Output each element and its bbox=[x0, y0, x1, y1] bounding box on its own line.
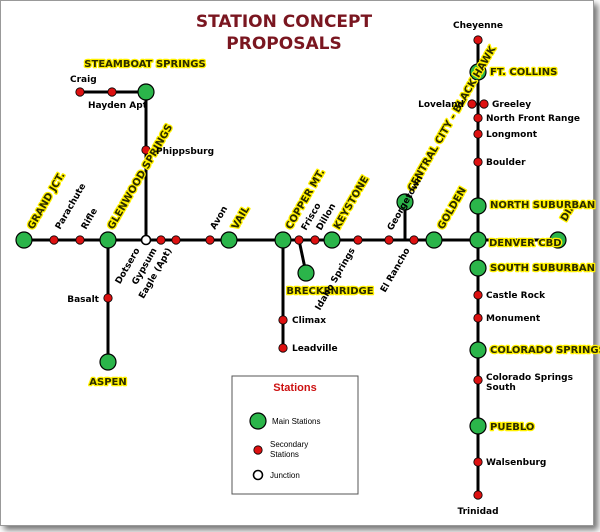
legend-secondary-label-1: Secondary bbox=[270, 440, 308, 449]
station-parachute[interactable] bbox=[49, 235, 59, 245]
label-north-front-range: North Front Range bbox=[486, 114, 580, 124]
label-greeley: Greeley bbox=[492, 100, 531, 110]
label-ft-collins: FT. COLLINS bbox=[490, 67, 557, 78]
label-phippsburg: Phippsburg bbox=[156, 147, 214, 157]
label-avon: Avon bbox=[209, 205, 230, 232]
station-vail[interactable] bbox=[220, 231, 238, 249]
label-colorado-springs-south: Colorado Springs South bbox=[486, 373, 573, 393]
label-golden: GOLDEN bbox=[436, 186, 469, 232]
station-breckenridge[interactable] bbox=[297, 264, 315, 282]
station-cheyenne[interactable] bbox=[473, 35, 483, 45]
label-walsenburg: Walsenburg bbox=[486, 458, 546, 468]
legend-title: Stations bbox=[273, 382, 316, 394]
station-leadville[interactable] bbox=[278, 343, 288, 353]
station-boulder[interactable] bbox=[473, 157, 483, 167]
label-loveland: Loveland bbox=[418, 100, 464, 110]
legend: Stations Main Stations Secondary Station… bbox=[231, 375, 359, 495]
station-phippsburg[interactable] bbox=[141, 145, 151, 155]
label-pueblo: PUEBLO bbox=[490, 422, 534, 433]
legend-main-label: Main Stations bbox=[272, 417, 320, 426]
station-castle-rock[interactable] bbox=[473, 290, 483, 300]
label-steamboat-springs: STEAMBOAT SPRINGS bbox=[84, 59, 205, 70]
station-copper-mt[interactable] bbox=[274, 231, 292, 249]
label-leadville: Leadville bbox=[292, 344, 338, 354]
station-walsenburg[interactable] bbox=[473, 457, 483, 467]
legend-main-station-swatch bbox=[249, 412, 267, 430]
label-south-suburban: SOUTH SUBURBAN bbox=[490, 263, 595, 274]
station-pueblo[interactable] bbox=[469, 417, 487, 435]
label-trinidad: Trinidad bbox=[457, 507, 498, 517]
station-greeley[interactable] bbox=[479, 99, 489, 109]
station-avon[interactable] bbox=[205, 235, 215, 245]
station-hayden-apt[interactable] bbox=[107, 87, 117, 97]
legend-junction-swatch bbox=[252, 469, 264, 481]
station-ft-collins[interactable] bbox=[469, 63, 487, 81]
station-central-city-black-hawk[interactable] bbox=[396, 193, 414, 211]
junction-dotsero[interactable] bbox=[140, 234, 152, 246]
label-denver-cbd: DENVER CBD bbox=[489, 238, 562, 249]
label-colorado-springs: COLORADO SPRINGS bbox=[490, 345, 600, 356]
station-rifle[interactable] bbox=[75, 235, 85, 245]
station-el-rancho[interactable] bbox=[409, 235, 419, 245]
station-frisco[interactable] bbox=[294, 235, 304, 245]
label-vail: VAIL bbox=[230, 204, 252, 232]
label-rifle: Rifle bbox=[80, 207, 100, 232]
station-steamboat-springs[interactable] bbox=[137, 83, 155, 101]
station-idaho-springs[interactable] bbox=[353, 235, 363, 245]
label-glenwood-springs: GLENWOOD SPRINGS bbox=[106, 123, 175, 232]
station-south-suburban[interactable] bbox=[469, 259, 487, 277]
label-monument: Monument bbox=[486, 314, 541, 324]
station-basalt[interactable] bbox=[103, 293, 113, 303]
station-golden[interactable] bbox=[425, 231, 443, 249]
legend-secondary-label-2: Stations bbox=[270, 450, 299, 459]
station-dia[interactable] bbox=[549, 231, 567, 249]
station-colorado-springs[interactable] bbox=[469, 341, 487, 359]
label-keystone: KEYSTONE bbox=[332, 174, 371, 231]
label-el-rancho: El Rancho bbox=[379, 247, 413, 295]
station-keystone[interactable] bbox=[323, 231, 341, 249]
station-longmont[interactable] bbox=[473, 129, 483, 139]
main-stations bbox=[15, 63, 567, 435]
map-title-line2: PROPOSALS bbox=[226, 34, 341, 54]
label-longmont: Longmont bbox=[486, 130, 538, 140]
label-climax: Climax bbox=[292, 316, 326, 326]
label-hayden-apt: Hayden Apt bbox=[88, 101, 148, 111]
station-georgetown[interactable] bbox=[384, 235, 394, 245]
label-craig: Craig bbox=[70, 75, 97, 85]
label-idaho-springs: Idaho Springs bbox=[314, 247, 358, 313]
station-loveland[interactable] bbox=[467, 99, 477, 109]
legend-secondary-station-swatch bbox=[253, 445, 263, 455]
legend-junction-label: Junction bbox=[270, 471, 300, 480]
label-north-suburban: NORTH SUBURBAN bbox=[490, 200, 595, 211]
station-eagle-apt[interactable] bbox=[171, 235, 181, 245]
station-monument[interactable] bbox=[473, 313, 483, 323]
station-grand-jct[interactable] bbox=[15, 231, 33, 249]
secondary-stations bbox=[49, 35, 489, 500]
label-boulder: Boulder bbox=[486, 158, 526, 168]
label-cheyenne: Cheyenne bbox=[453, 21, 503, 31]
station-gypsum[interactable] bbox=[156, 235, 166, 245]
station-north-front-range[interactable] bbox=[473, 113, 483, 123]
station-craig[interactable] bbox=[75, 87, 85, 97]
label-breckenridge: BRECKENRIDGE bbox=[286, 286, 373, 297]
station-denver-cbd[interactable] bbox=[469, 231, 487, 249]
station-colorado-springs-south[interactable] bbox=[473, 375, 483, 385]
station-trinidad[interactable] bbox=[473, 490, 483, 500]
station-climax[interactable] bbox=[278, 315, 288, 325]
station-dillon[interactable] bbox=[310, 235, 320, 245]
label-aspen: ASPEN bbox=[89, 377, 126, 388]
label-colorado-springs-south-wrap: Colorado Springs South bbox=[486, 373, 573, 393]
station-glenwood-springs[interactable] bbox=[99, 231, 117, 249]
station-aspen[interactable] bbox=[99, 353, 117, 371]
station-north-suburban[interactable] bbox=[469, 197, 487, 215]
label-basalt: Basalt bbox=[67, 295, 99, 305]
label-castle-rock: Castle Rock bbox=[486, 291, 546, 301]
map-title-line1: STATION CONCEPT bbox=[196, 12, 373, 32]
